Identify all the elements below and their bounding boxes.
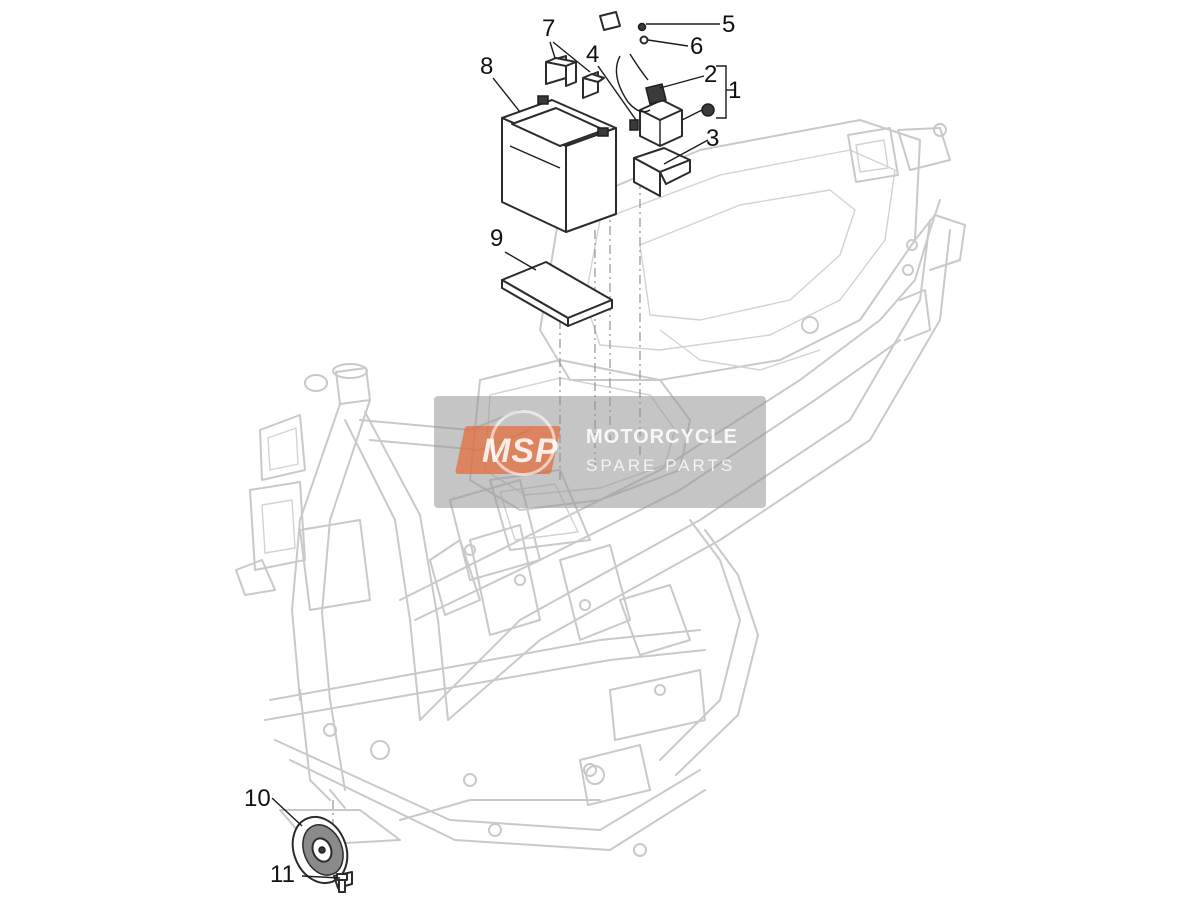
- leader-lines: [271, 23, 734, 879]
- watermark-ring-icon: [490, 410, 556, 476]
- watermark: MSP MOTORCYCLE SPARE PARTS: [434, 396, 766, 508]
- watermark-line-2: SPARE PARTS: [586, 456, 736, 475]
- callout-11: 11: [270, 861, 295, 888]
- callout-2: 2: [704, 61, 717, 88]
- callout-8: 8: [480, 53, 493, 80]
- callout-5: 5: [722, 11, 735, 38]
- callout-10: 10: [244, 785, 271, 812]
- callout-4: 4: [586, 41, 599, 68]
- battery-part-8[interactable]: [501, 95, 617, 233]
- callout-labels: 1 2 3 4 5 6 7 8 9 10 11: [244, 11, 741, 888]
- screw-part-11[interactable]: [336, 873, 348, 893]
- callout-9: 9: [490, 225, 503, 252]
- callout-1: 1: [728, 77, 741, 104]
- callout-6: 6: [690, 33, 703, 60]
- bracket-part-3[interactable]: [633, 147, 691, 197]
- assembly-guide-lines: [332, 150, 641, 878]
- watermark-line-1: MOTORCYCLE: [586, 426, 738, 448]
- relays-part-7[interactable]: [545, 55, 605, 99]
- starter-solenoid-part-1[interactable]: [599, 11, 683, 147]
- callout-3: 3: [706, 125, 719, 152]
- callout-7: 7: [542, 15, 555, 42]
- watermark-logo-text: MSP: [482, 432, 559, 470]
